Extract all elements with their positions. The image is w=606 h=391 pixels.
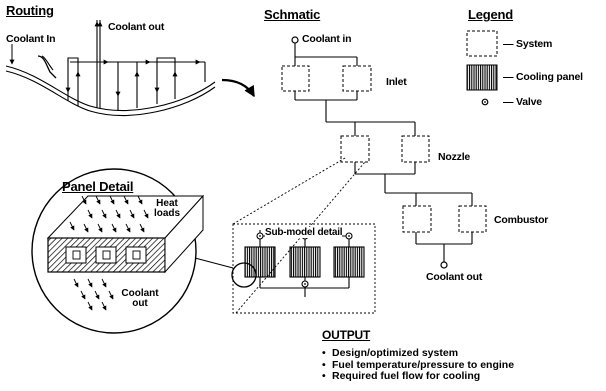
legend-graphics xyxy=(466,30,498,91)
panel-coolant-out-line-2: out xyxy=(132,298,148,309)
output-item: Required fuel flow for cooling xyxy=(322,370,514,383)
nozzle-label: Nozzle xyxy=(438,151,471,163)
routing-arrows xyxy=(9,21,201,97)
heat-loads-line-1: Heat xyxy=(156,198,178,209)
coolant-out-arrows xyxy=(73,278,114,311)
schematic-lines xyxy=(294,43,473,262)
detail-link-line xyxy=(194,257,234,269)
flow-arrow xyxy=(221,78,255,98)
schematic-coolant-in-label: Coolant in xyxy=(302,33,352,45)
legend-title: Legend xyxy=(468,7,514,22)
panel-coolant-out-label: Coolant out xyxy=(118,289,162,309)
inlet-label: Inlet xyxy=(386,76,407,88)
legend-valve-label: — Valve xyxy=(503,96,542,108)
schematic-coolant-out-label: Coolant out xyxy=(426,271,483,283)
routing-title: Routing xyxy=(6,3,54,18)
output-title: OUTPUT xyxy=(322,328,371,342)
output-item: Design/optimized system xyxy=(322,347,514,360)
system-boxes xyxy=(281,65,487,233)
output-list: Design/optimized system Fuel temperature… xyxy=(322,347,514,383)
heat-load-arrows xyxy=(69,195,149,233)
schematic-title: Schmatic xyxy=(264,7,321,22)
panel-detail-title: Panel Detail xyxy=(62,179,134,194)
submodel-detail-label: Sub-model detail xyxy=(265,227,343,238)
output-item: Fuel temperature/pressure to engine xyxy=(322,359,514,372)
legend-cooling-panel-label: — Cooling panel xyxy=(503,71,583,83)
legend-system-label: — System xyxy=(503,38,553,50)
panel-coolant-out-line-1: Coolant xyxy=(121,288,159,299)
heat-loads-label: Heat loads xyxy=(150,199,184,219)
routing-coolant-in-label: Coolant In xyxy=(6,33,56,45)
routing-coolant-out-label: Coolant out xyxy=(108,21,165,33)
combustor-label: Combustor xyxy=(494,214,549,226)
heat-loads-line-2: loads xyxy=(153,208,181,219)
